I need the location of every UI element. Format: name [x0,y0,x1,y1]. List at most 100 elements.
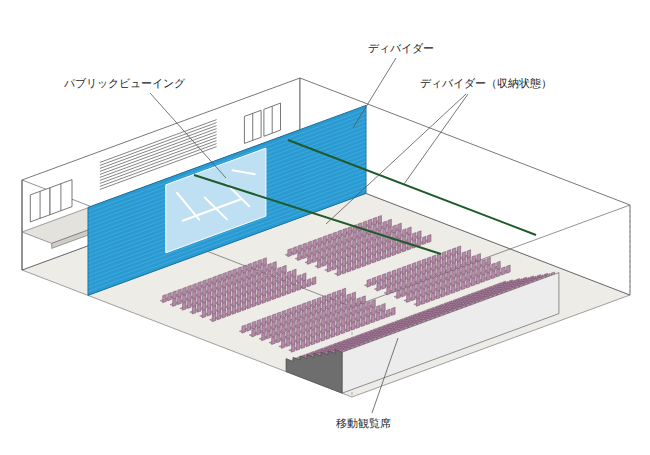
seat [328,234,332,242]
seat [292,336,296,344]
seat [222,295,226,303]
louver [100,129,217,172]
seat [407,279,411,287]
seat [327,264,331,272]
seat [237,304,241,312]
seat [188,293,192,301]
seat [382,303,386,311]
seat [432,263,436,271]
seat [302,325,306,333]
seat [363,243,367,251]
seat [307,331,311,339]
seat [278,275,282,283]
seat [263,258,267,266]
seat [497,269,501,277]
seat [417,261,421,269]
seat [292,307,296,315]
seat [247,301,251,309]
window-bar [60,184,61,211]
seat [321,333,325,341]
seat [283,265,287,273]
seat [332,314,336,322]
seat [342,258,346,266]
seat [318,245,322,253]
seat [287,308,291,316]
seat [252,321,256,329]
seat [332,322,336,330]
seating-end [286,350,342,394]
seat [312,329,316,337]
window-bar [252,113,253,140]
seat [362,296,366,304]
seat [342,311,346,319]
seat [257,289,261,297]
seat [382,251,386,259]
seat [427,279,431,287]
window [50,180,72,215]
seat [372,307,376,315]
seat [228,271,232,279]
seat [342,288,346,296]
seat [432,285,436,293]
seat [437,276,441,284]
seat [337,268,341,276]
seat [282,340,286,348]
seat [408,234,412,242]
seat [297,327,301,335]
seat [337,260,341,268]
seat [348,241,352,249]
callout-label: パブリックビューイング [62,77,187,91]
seat [327,294,331,302]
seat [248,271,252,279]
seat [397,268,401,276]
seat [337,290,341,298]
seat [242,295,246,303]
seat [472,278,476,286]
seat [467,272,471,280]
seat [346,324,350,332]
seat [343,236,347,244]
seat [412,292,416,300]
seat [192,306,196,314]
seat [223,287,227,295]
seat [397,246,401,254]
seat [267,323,271,331]
seat [437,261,441,269]
seat [332,292,336,300]
seat [322,303,326,311]
seat [287,331,291,339]
seat [193,283,197,291]
seat [257,282,261,290]
seat [291,344,295,352]
louver [100,120,217,163]
seat [292,314,296,322]
seat [398,231,402,239]
seat [387,242,391,250]
seat [258,267,262,275]
louver [100,123,217,166]
seat [247,323,251,331]
seat [311,337,315,345]
seat [412,285,416,293]
seat [302,280,306,288]
leader-line [404,94,468,184]
seat [367,301,371,309]
seat [212,299,216,307]
seat [347,301,351,309]
seat [383,221,387,229]
seat [412,262,416,270]
seat [307,309,311,317]
seat [312,314,316,322]
seat [332,262,336,270]
seat [257,319,261,327]
seat [273,269,277,277]
seat [377,305,381,313]
seat [213,284,217,292]
seat [402,289,406,297]
seat [348,227,352,235]
seat [222,310,226,318]
seat [467,265,471,273]
seat [323,251,327,259]
seat [227,308,231,316]
seat [298,252,302,260]
